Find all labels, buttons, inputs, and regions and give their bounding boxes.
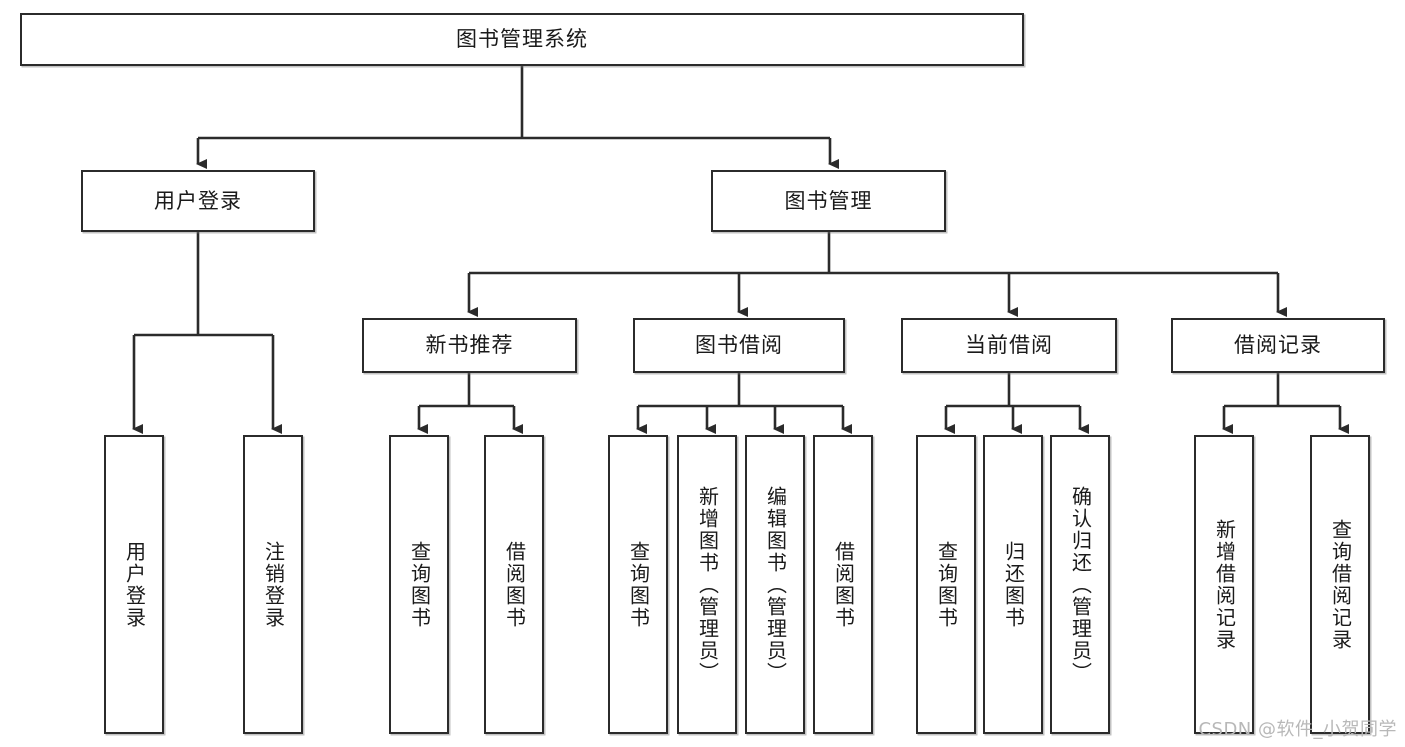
node-leaf-edit-book-label: 编辑图书（管理员）	[763, 485, 788, 684]
node-leaf-edit-book[interactable]: 编辑图书（管理员）	[745, 435, 805, 734]
node-leaf-confirm-return-label: 确认归还（管理员）	[1068, 485, 1093, 684]
node-leaf-user-login[interactable]: 用户登录	[104, 435, 164, 734]
node-leaf-query-book-2-label: 查询图书	[626, 540, 651, 629]
node-leaf-add-book[interactable]: 新增图书（管理员）	[677, 435, 737, 734]
node-leaf-add-borrow-record[interactable]: 新增借阅记录	[1194, 435, 1254, 734]
node-book-borrow-label: 图书借阅	[695, 333, 783, 358]
node-root-label: 图书管理系统	[456, 27, 588, 52]
node-new-book-recommend[interactable]: 新书推荐	[362, 318, 577, 373]
node-leaf-return-book[interactable]: 归还图书	[983, 435, 1043, 734]
node-new-book-recommend-label: 新书推荐	[425, 333, 514, 358]
node-leaf-logout[interactable]: 注销登录	[243, 435, 303, 734]
node-user-login[interactable]: 用户登录	[81, 170, 315, 232]
node-borrow-record-label: 借阅记录	[1234, 333, 1322, 358]
node-leaf-borrow-book-1[interactable]: 借阅图书	[484, 435, 544, 734]
node-leaf-query-borrow-record-label: 查询借阅记录	[1328, 518, 1353, 651]
node-leaf-logout-label: 注销登录	[261, 540, 286, 629]
node-leaf-add-borrow-record-label: 新增借阅记录	[1212, 518, 1237, 651]
node-book-manage[interactable]: 图书管理	[711, 170, 946, 232]
node-leaf-borrow-book-2-label: 借阅图书	[831, 540, 856, 629]
watermark-text: CSDN @软件_小贺同学	[1198, 719, 1397, 740]
node-current-borrow[interactable]: 当前借阅	[901, 318, 1117, 373]
node-current-borrow-label: 当前借阅	[965, 333, 1053, 358]
node-leaf-query-borrow-record[interactable]: 查询借阅记录	[1310, 435, 1370, 734]
node-leaf-query-book-3-label: 查询图书	[934, 540, 959, 629]
node-leaf-query-book-2[interactable]: 查询图书	[608, 435, 668, 734]
node-leaf-query-book-3[interactable]: 查询图书	[916, 435, 976, 734]
node-leaf-query-book-1[interactable]: 查询图书	[389, 435, 449, 734]
node-leaf-return-book-label: 归还图书	[1001, 540, 1026, 629]
node-leaf-confirm-return[interactable]: 确认归还（管理员）	[1050, 435, 1110, 734]
node-book-manage-label: 图书管理	[784, 188, 873, 213]
node-leaf-add-book-label: 新增图书（管理员）	[695, 485, 720, 684]
node-leaf-user-login-label: 用户登录	[122, 540, 147, 629]
node-leaf-borrow-book-1-label: 借阅图书	[502, 540, 527, 629]
node-user-login-label: 用户登录	[154, 188, 242, 213]
node-borrow-record[interactable]: 借阅记录	[1171, 318, 1385, 373]
connector-lines	[132, 66, 1349, 434]
node-book-borrow[interactable]: 图书借阅	[633, 318, 845, 373]
node-leaf-query-book-1-label: 查询图书	[407, 540, 432, 629]
node-leaf-borrow-book-2[interactable]: 借阅图书	[813, 435, 873, 734]
node-root[interactable]: 图书管理系统	[20, 13, 1024, 66]
